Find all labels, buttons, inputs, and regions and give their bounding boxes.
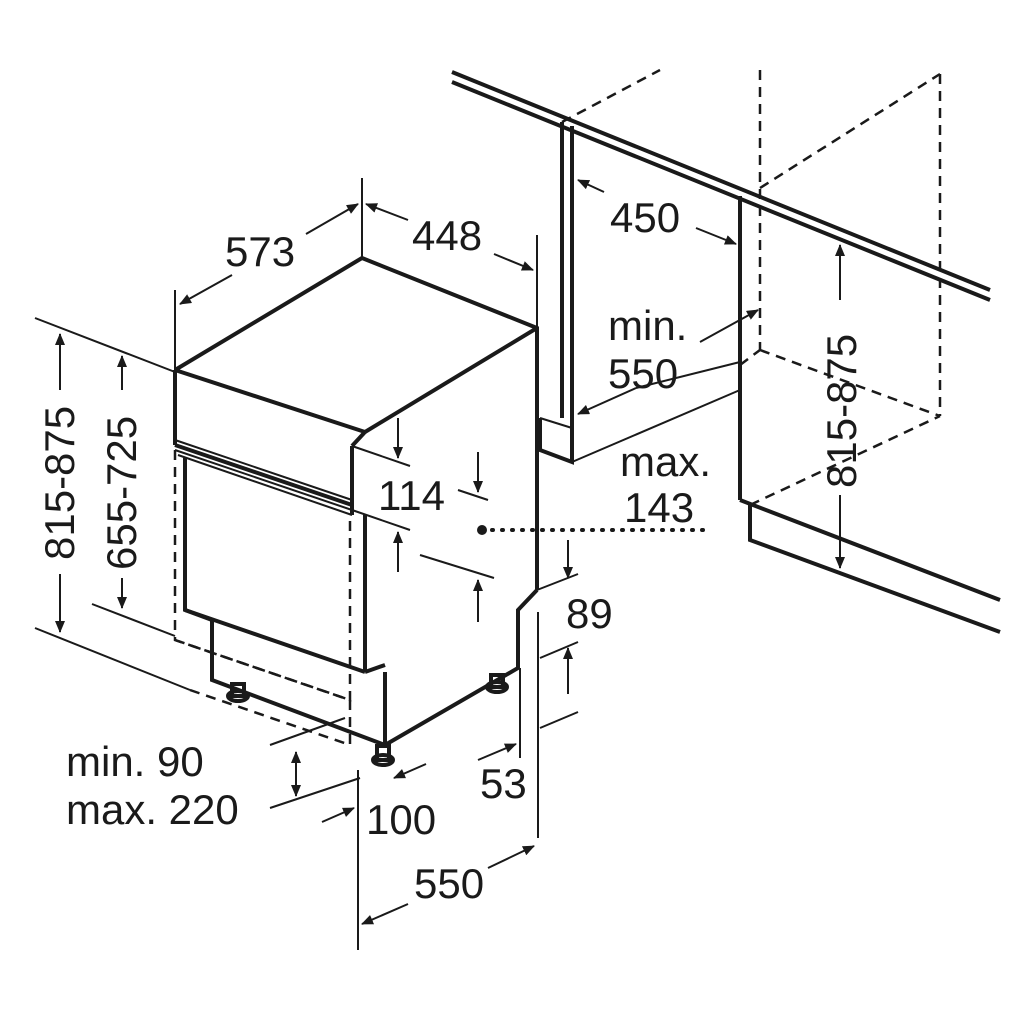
toe-height-label: 89 [566,590,613,637]
plinth-depth-label: 100 [366,796,436,843]
adjustable-foot-icon [226,682,250,703]
niche-depth-label-line1: min. [608,302,687,349]
dishwasher-body [173,255,539,747]
foot-setback-label: 53 [480,760,527,807]
panel-offset-label-line2: 143 [624,484,694,531]
height-right-label: 815-875 [818,334,865,488]
niche-depth-label-line2: 550 [608,350,678,397]
width-label: 448 [412,212,482,259]
height-left-label: 815-875 [36,406,83,560]
panel-height-label: 114 [378,472,445,519]
dimension-lines [34,178,845,950]
appliance-depth-label: 550 [414,860,484,907]
height-inner-label: 655-725 [98,416,145,570]
installation-niche [451,68,1001,634]
panel-offset-label-line1: max. [620,438,711,485]
plinth-label-line2: max. 220 [66,786,239,833]
depth-label: 573 [225,228,295,275]
adjustable-foot-icon [371,744,395,767]
plinth-label-line1: min. 90 [66,738,204,785]
adjustable-foot-icon [485,673,509,694]
niche-width-label: 450 [610,194,680,241]
